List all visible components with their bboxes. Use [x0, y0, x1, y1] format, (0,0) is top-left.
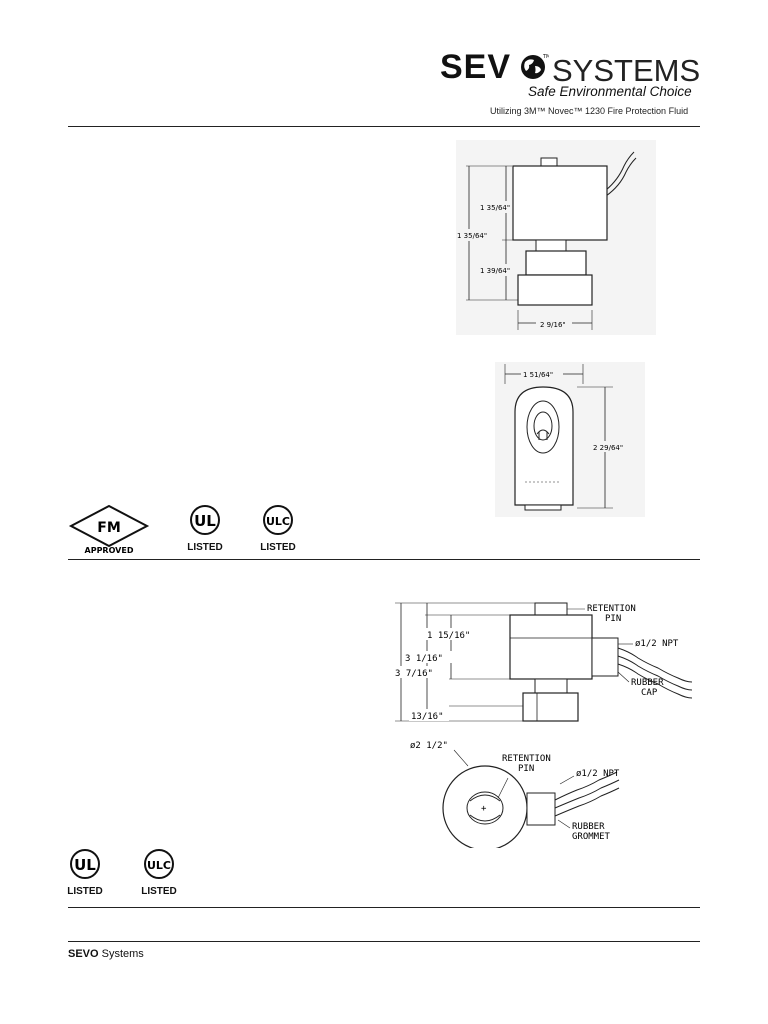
dim-mid-label: 3 1/16"	[405, 654, 443, 664]
svg-text:UL: UL	[194, 512, 216, 530]
svg-text:UL: UL	[74, 856, 96, 874]
ulc-listed-badge-2: ULC LISTED	[140, 848, 178, 897]
dim-overall-large-label: 3 7/16"	[395, 669, 433, 679]
logo-tagline: Safe Environmental Choice	[528, 84, 692, 99]
dim-overall-label: 1 35/64"	[457, 232, 487, 240]
svg-text:TM: TM	[542, 54, 549, 60]
logo-systems-text: SYSTEMS	[552, 53, 701, 88]
top-retention-pin-label-line1: RETENTION	[502, 754, 551, 764]
footer-brand-bold: SEVO	[68, 948, 99, 960]
svg-text:ULC: ULC	[147, 859, 171, 872]
header-divider	[68, 126, 700, 127]
dim-upper-label: 1 35/64"	[480, 204, 510, 212]
dim-body-label: 1 15/16"	[427, 631, 470, 641]
valve-front-view-drawing: 1 51/64" 2 29/64"	[495, 362, 645, 517]
section2-divider	[68, 907, 700, 908]
valve-large-side-view-drawing: 1 15/16" 3 1/16" 3 7/16" 13/16" RETENTIO…	[395, 602, 693, 722]
top-npt-label: ø1/2 NPT	[576, 769, 620, 779]
logo-sevo-text: SEV	[440, 48, 512, 86]
logo-subline: Utilizing 3M™ Novec™ 1230 Fire Protectio…	[490, 106, 689, 116]
top-retention-pin-label-line2: PIN	[518, 764, 534, 774]
globe-icon: TM	[521, 54, 549, 79]
ulc-listed-label-2: LISTED	[141, 886, 177, 897]
ul-logo-icon: UL	[70, 849, 100, 879]
dim-width-label: 2 9/16"	[540, 321, 566, 329]
ul-listed-label-2: LISTED	[67, 886, 103, 897]
rubber-cap-label-line2: CAP	[641, 688, 658, 698]
sevo-systems-logo: SEV TM SYSTEMS Safe Environmental Choice…	[440, 48, 702, 120]
footer-brand-rest: Systems	[98, 948, 144, 960]
grommet-label-line2: GROMMET	[572, 832, 611, 842]
ul-listed-label: LISTED	[187, 542, 223, 553]
ul-listed-badge: UL LISTED	[186, 504, 224, 553]
ul-listed-badge-2: UL LISTED	[66, 848, 104, 897]
ulc-logo-icon: ULC	[263, 505, 293, 535]
svg-text:ULC: ULC	[266, 515, 290, 528]
ul-logo-icon: UL	[190, 505, 220, 535]
valve-top-view-drawing: ø2 1/2" + RETENTION PIN ø1/2 NPT RUBBER …	[410, 741, 620, 848]
ulc-listed-badge: ULC LISTED	[259, 504, 297, 553]
rubber-cap-label-line1: RUBBER	[631, 678, 664, 688]
section1-divider	[68, 559, 700, 560]
front-dim-height-label: 2 29/64"	[593, 444, 623, 452]
ulc-logo-icon: ULC	[144, 849, 174, 879]
svg-text:+: +	[481, 804, 487, 814]
front-dim-width-label: 1 51/64"	[523, 371, 553, 379]
ulc-listed-label: LISTED	[260, 542, 296, 553]
dia-label: ø2 1/2"	[410, 741, 448, 751]
npt-label: ø1/2 NPT	[635, 639, 679, 649]
valve-side-view-drawing: 1 35/64" 1 35/64" 1 39/64" 2 9/16"	[456, 140, 656, 335]
fm-approved-badge: FM APPROVED	[68, 504, 150, 555]
retention-pin-label-line2: PIN	[605, 614, 621, 624]
dim-base-label: 13/16"	[411, 712, 444, 722]
dim-lower-label: 1 39/64"	[480, 267, 510, 275]
footer-brand: SEVO Systems	[68, 948, 144, 960]
retention-pin-label-line1: RETENTION	[587, 604, 636, 614]
fm-text: FM	[97, 520, 121, 536]
fm-approved-label: APPROVED	[85, 546, 134, 555]
grommet-label-line1: RUBBER	[572, 822, 605, 832]
footer-divider	[68, 941, 700, 942]
